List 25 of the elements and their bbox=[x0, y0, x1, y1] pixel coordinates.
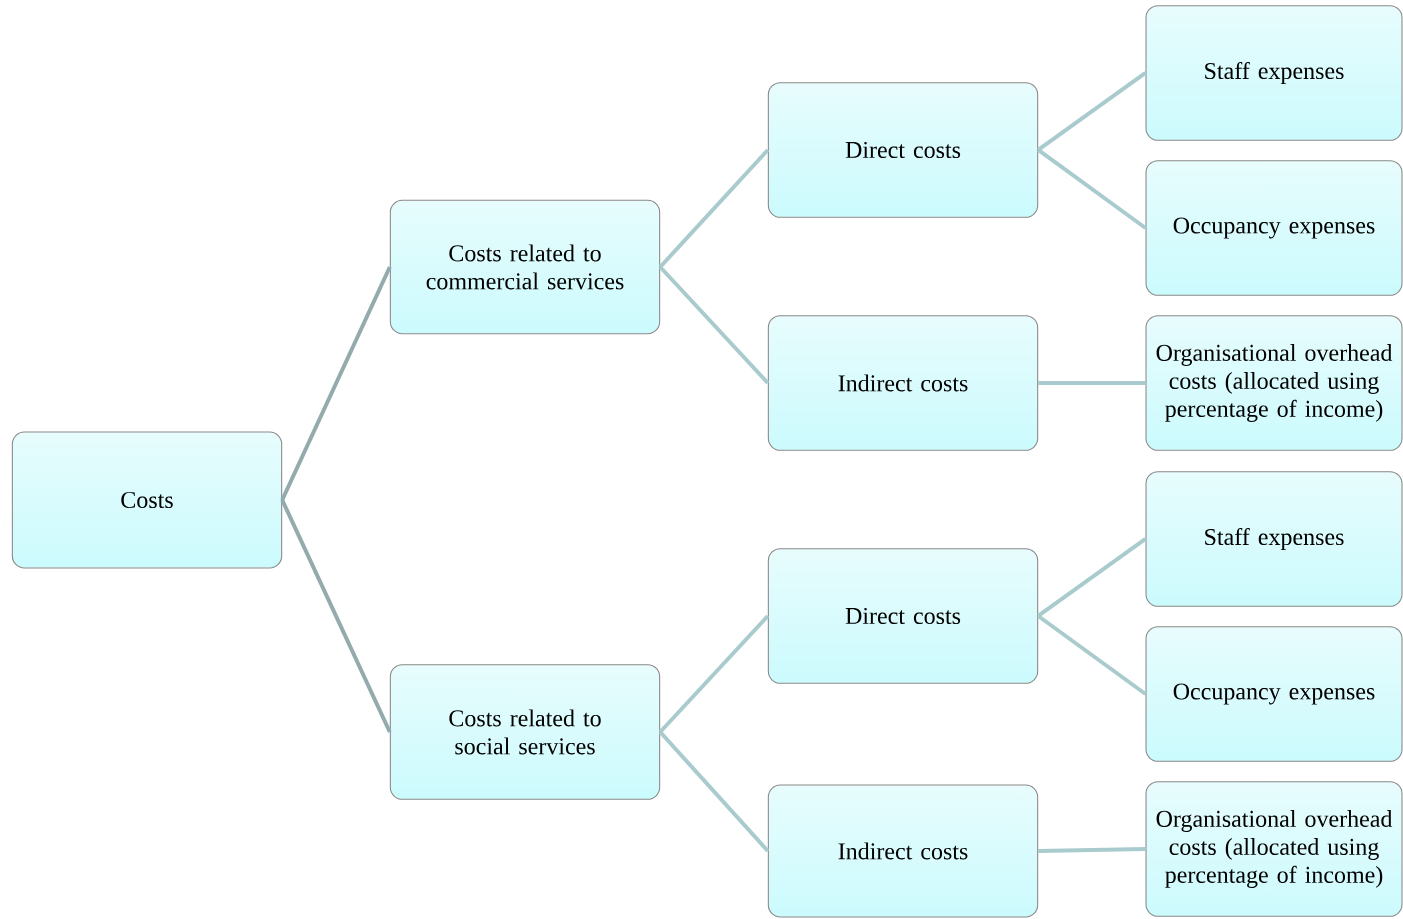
cost-box: Indirect costs bbox=[767, 784, 1039, 918]
connector-line bbox=[658, 730, 770, 853]
connector-line bbox=[658, 614, 770, 734]
cost-box: Costs related to commercial services bbox=[389, 199, 661, 335]
connector-line bbox=[280, 266, 392, 501]
connector-line bbox=[1038, 847, 1146, 853]
connector-line bbox=[280, 499, 392, 733]
cost-box: Staff expenses bbox=[1145, 5, 1403, 141]
cost-box: Organisational overhead costs (allocated using percentage of income) bbox=[1145, 315, 1403, 451]
connector-line bbox=[658, 148, 770, 269]
connector-line bbox=[1037, 148, 1147, 230]
cost-box: Costs related to social services bbox=[389, 664, 661, 800]
connector-line bbox=[1037, 614, 1147, 696]
cost-box: Occupancy expenses bbox=[1145, 626, 1403, 762]
connector-line bbox=[1037, 537, 1147, 618]
connector-line bbox=[1037, 71, 1147, 152]
cost-box: Occupancy expenses bbox=[1145, 160, 1403, 296]
cost-box: Direct costs bbox=[767, 548, 1039, 684]
cost-box: Costs bbox=[11, 431, 283, 569]
cost-box: Staff expenses bbox=[1145, 471, 1403, 607]
cost-box: Direct costs bbox=[767, 82, 1039, 218]
cost-box: Organisational overhead costs (allocated using percentage of income) bbox=[1145, 781, 1403, 917]
connector-line bbox=[658, 265, 770, 385]
cost-box: Indirect costs bbox=[767, 315, 1039, 451]
connector-line bbox=[1038, 381, 1146, 385]
